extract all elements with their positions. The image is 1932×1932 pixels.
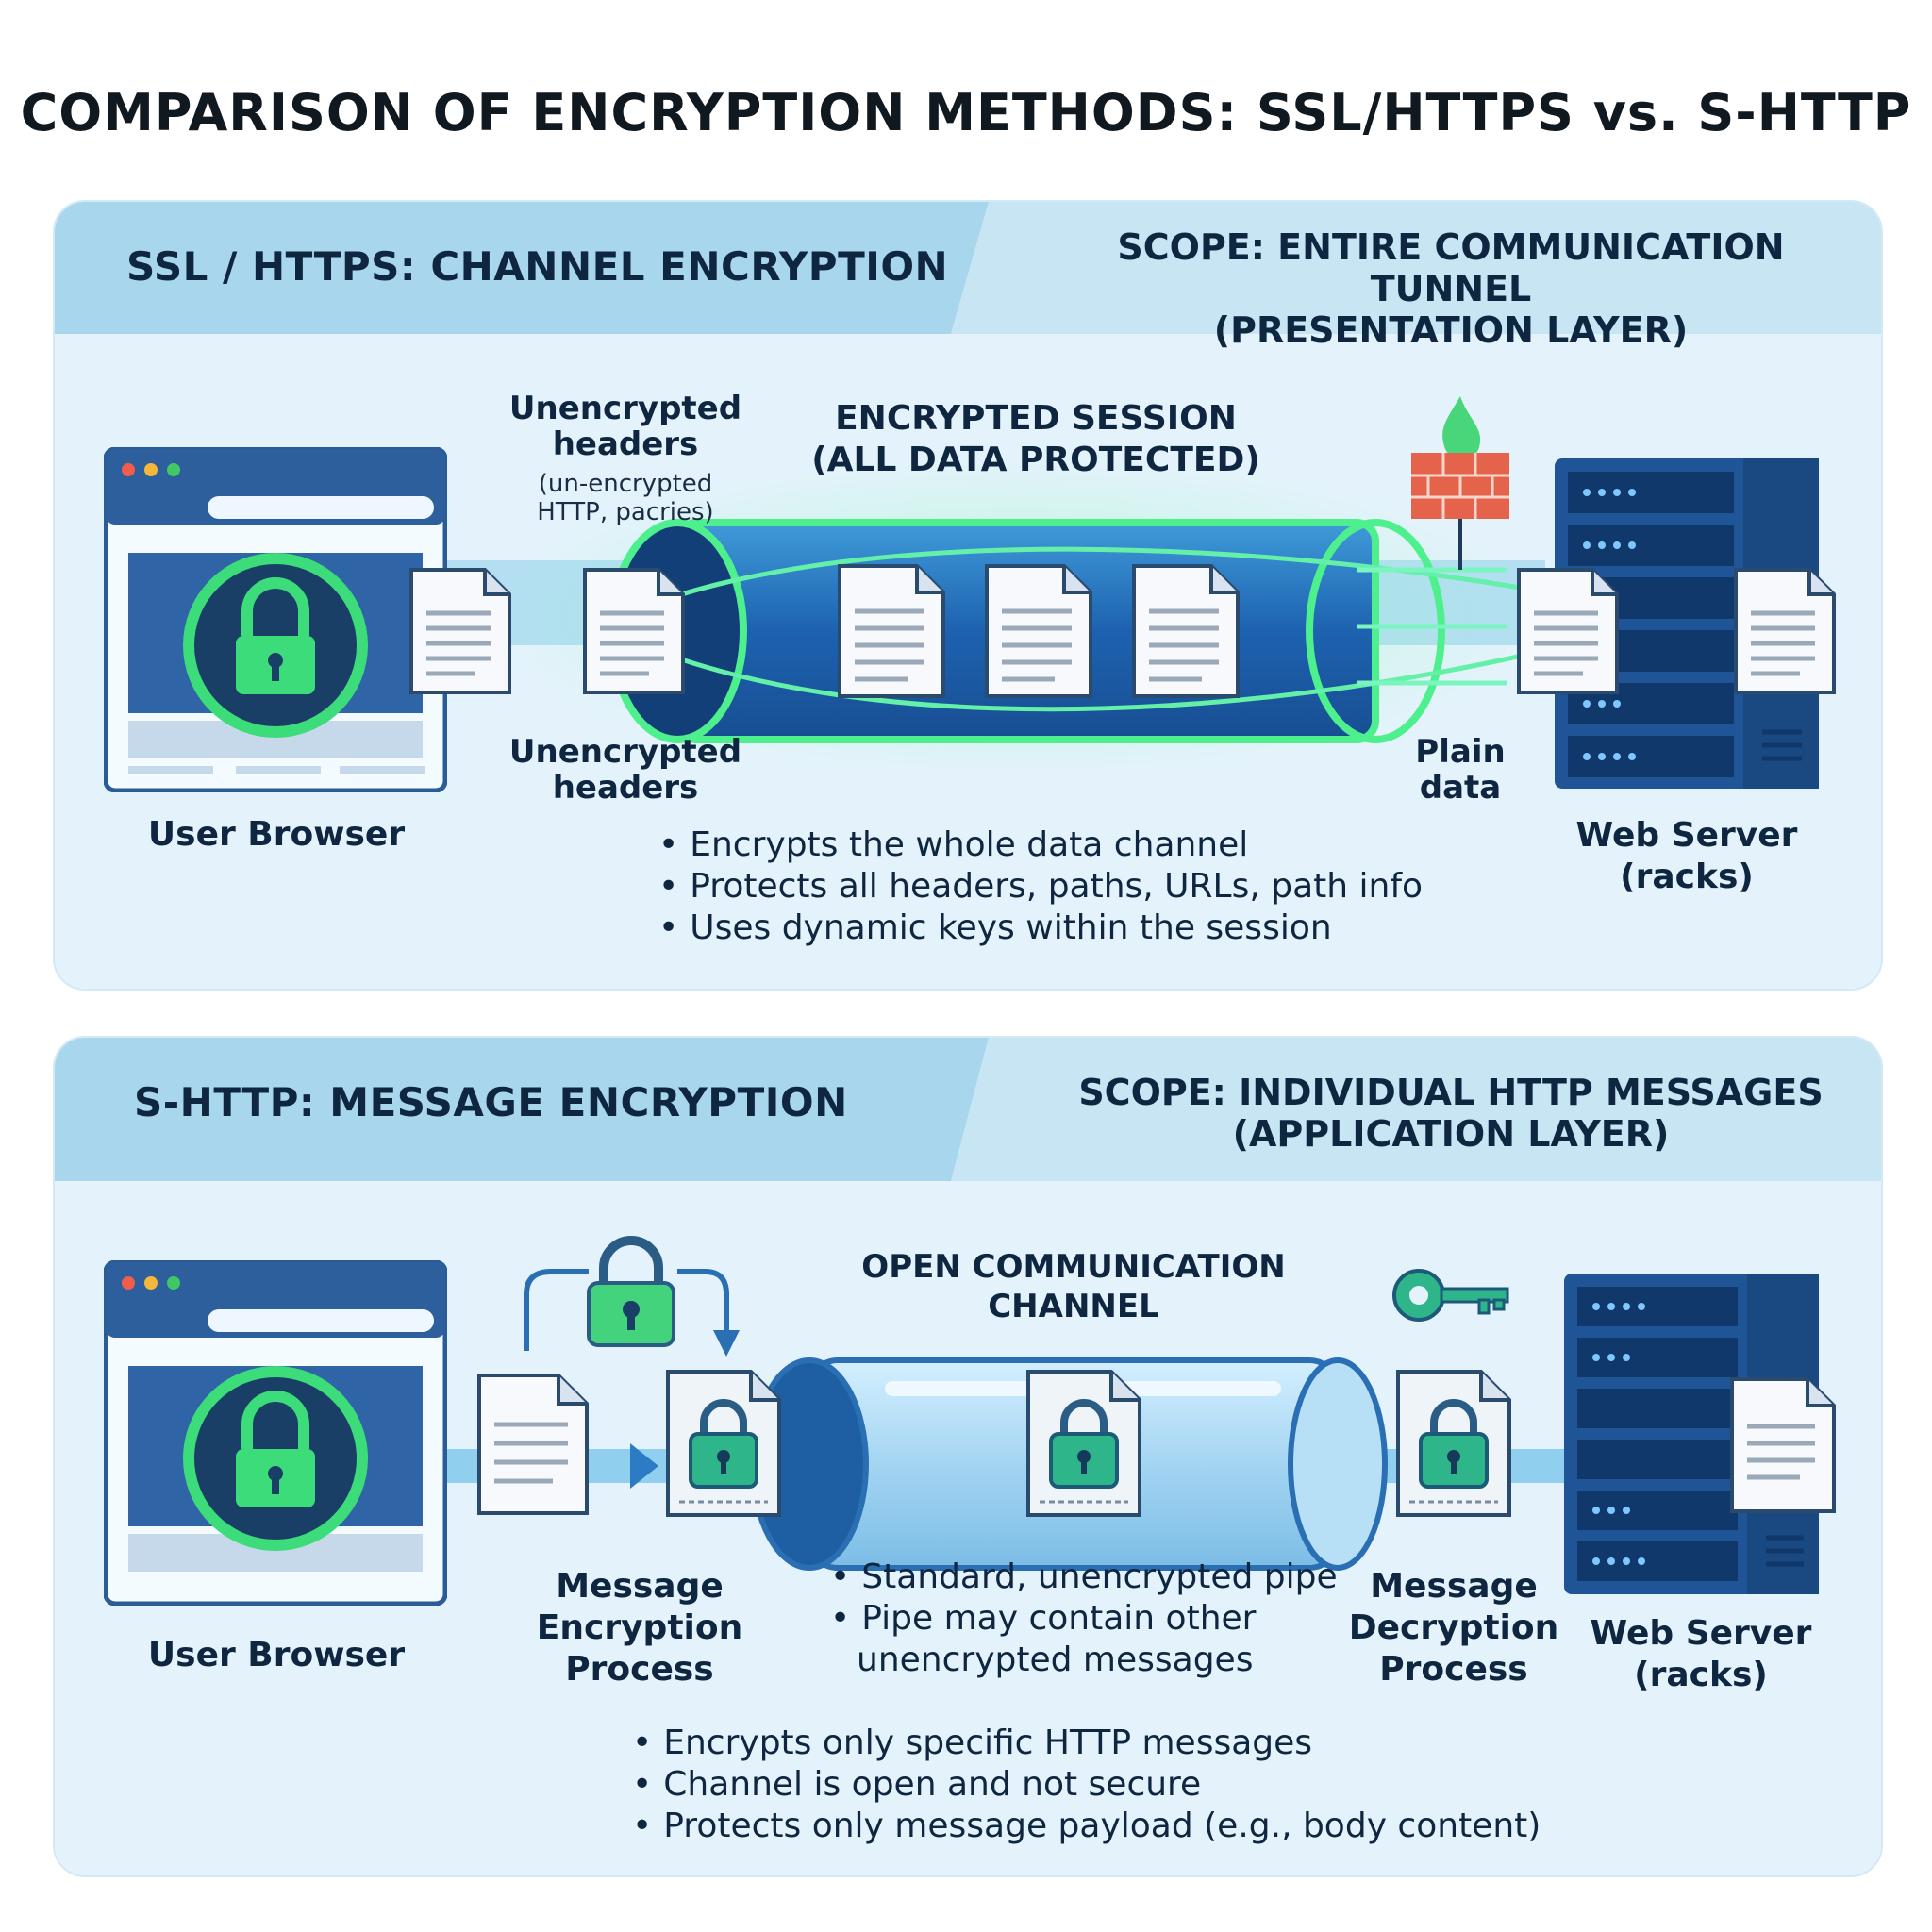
- page-title: COMPARISON OF ENCRYPTION METHODS: SSL/HT…: [20, 83, 1912, 142]
- ssl-server-line1: Web Server: [1575, 816, 1798, 855]
- ssl-browser-label: User Browser: [147, 815, 406, 854]
- shttp-scope-line1: SCOPE: INDIVIDUAL HTTP MESSAGES: [1078, 1072, 1824, 1113]
- ssl-encrypted-session: ENCRYPTED SESSION (ALL DATA PROTECTED): [781, 398, 1291, 481]
- shttp-server-line1: Web Server: [1590, 1614, 1812, 1653]
- ssl-unenc-bottom-line2: headers: [552, 769, 699, 807]
- shttp-server-label: Web Server (racks): [1564, 1613, 1838, 1696]
- ssl-scope-line2: (PRESENTATION LAYER): [1213, 309, 1689, 351]
- shttp-dec-line2: Decryption: [1348, 1608, 1559, 1647]
- document-icon: [838, 564, 945, 702]
- ssl-panel: SSL / HTTPS: CHANNEL ENCRYPTION SCOPE: E…: [53, 200, 1883, 991]
- shttp-enc-line1: Message: [556, 1567, 724, 1606]
- ssl-unenc-note-line1: (un-encrypted: [538, 470, 713, 498]
- ssl-scope: SCOPE: ENTIRE COMMUNICATION TUNNEL (PRES…: [1036, 226, 1866, 351]
- document-icon: [477, 1374, 589, 1519]
- ssl-unenc-note-line2: HTTP, pacries): [537, 498, 714, 526]
- ssl-session-line2: (ALL DATA PROTECTED): [811, 441, 1260, 479]
- shttp-decryption-process: Message Decryption Process: [1345, 1566, 1562, 1690]
- shttp-enc-line3: Process: [565, 1650, 714, 1689]
- shttp-dec-line3: Process: [1379, 1650, 1528, 1689]
- list-item: Encrypts the whole data channel: [658, 824, 1507, 866]
- ssl-unenc-bottom-line1: Unencrypted: [508, 733, 742, 771]
- list-item: Encrypts only specific HTTP messages: [632, 1723, 1575, 1764]
- padlock-icon: [579, 1236, 683, 1353]
- document-icon: [985, 564, 1092, 702]
- shttp-pipe-notes: Standard, unencrypted pipe Pipe may cont…: [830, 1557, 1358, 1681]
- ssl-unencrypted-bottom: Unencrypted headers: [451, 734, 800, 806]
- ssl-unenc-top-line2: headers: [552, 425, 699, 463]
- ssl-plain-data: Plain data: [1394, 734, 1526, 806]
- ssl-session-line1: ENCRYPTED SESSION: [835, 399, 1237, 438]
- ssl-unencrypted-top: Unencrypted headers: [451, 391, 800, 462]
- list-item: Uses dynamic keys within the session: [658, 908, 1507, 949]
- shttp-scope-line2: (APPLICATION LAYER): [1232, 1113, 1670, 1155]
- document-icon: [583, 568, 685, 698]
- list-item: Protects all headers, paths, URLs, path …: [658, 866, 1507, 908]
- shttp-open-line1: OPEN COMMUNICATION: [861, 1248, 1286, 1286]
- document-icon: [1132, 564, 1240, 702]
- encrypted-document-icon: [1026, 1370, 1141, 1521]
- server-rack-icon: [1555, 458, 1819, 792]
- document-icon: [409, 568, 511, 698]
- shttp-open-line2: CHANNEL: [988, 1288, 1159, 1325]
- shttp-server-line2: (racks): [1634, 1656, 1768, 1694]
- document-icon: [1734, 568, 1836, 698]
- shttp-browser-window-icon: [103, 1259, 448, 1607]
- ssl-server-line2: (racks): [1620, 858, 1754, 896]
- shttp-heading: S-HTTP: MESSAGE ENCRYPTION: [134, 1079, 848, 1125]
- ssl-unencrypted-note: (un-encrypted HTTP, pacries): [451, 470, 800, 526]
- shttp-bullet-list: Encrypts only specific HTTP messages Cha…: [632, 1723, 1575, 1847]
- ssl-browser-window-icon: [103, 446, 448, 793]
- encrypted-document-icon: [666, 1370, 781, 1521]
- ssl-server-label: Web Server (racks): [1555, 815, 1819, 898]
- ssl-heading: SSL / HTTPS: CHANNEL ENCRYPTION: [126, 243, 949, 290]
- shttp-pipe-note-2b: unencrypted messages: [857, 1641, 1254, 1679]
- document-icon: [1730, 1377, 1836, 1517]
- ssl-unenc-top-line1: Unencrypted: [508, 390, 742, 427]
- server-rack-icon: [1564, 1274, 1819, 1598]
- key-icon: [1389, 1262, 1511, 1332]
- shttp-header-band: S-HTTP: MESSAGE ENCRYPTION SCOPE: INDIVI…: [55, 1038, 1881, 1181]
- ssl-plain-line1: Plain: [1415, 733, 1506, 771]
- shttp-browser-label: User Browser: [147, 1636, 406, 1674]
- ssl-bullet-list: Encrypts the whole data channel Protects…: [658, 824, 1507, 949]
- shttp-scope: SCOPE: INDIVIDUAL HTTP MESSAGES (APPLICA…: [1036, 1072, 1866, 1155]
- encrypted-document-icon: [1396, 1370, 1511, 1521]
- shttp-panel: S-HTTP: MESSAGE ENCRYPTION SCOPE: INDIVI…: [53, 1036, 1883, 1877]
- list-item: Standard, unencrypted pipe: [830, 1557, 1358, 1598]
- shttp-dec-line1: Message: [1370, 1567, 1538, 1606]
- firewall-icon: [1409, 391, 1513, 574]
- ssl-plain-line2: data: [1419, 769, 1502, 807]
- ssl-scope-line1: SCOPE: ENTIRE COMMUNICATION TUNNEL: [1117, 226, 1785, 309]
- list-item: Protects only message payload (e.g., bod…: [632, 1806, 1575, 1847]
- shttp-encryption-process: Message Encryption Process: [526, 1566, 753, 1690]
- shttp-pipe-note-2a: Pipe may contain other: [861, 1599, 1257, 1638]
- ssl-header-band: SSL / HTTPS: CHANNEL ENCRYPTION SCOPE: E…: [55, 202, 1881, 351]
- shttp-open-channel: OPEN COMMUNICATION CHANNEL: [828, 1247, 1319, 1326]
- list-item: Channel is open and not secure: [632, 1764, 1575, 1806]
- shttp-enc-line2: Encryption: [536, 1608, 743, 1647]
- document-icon: [1517, 568, 1619, 698]
